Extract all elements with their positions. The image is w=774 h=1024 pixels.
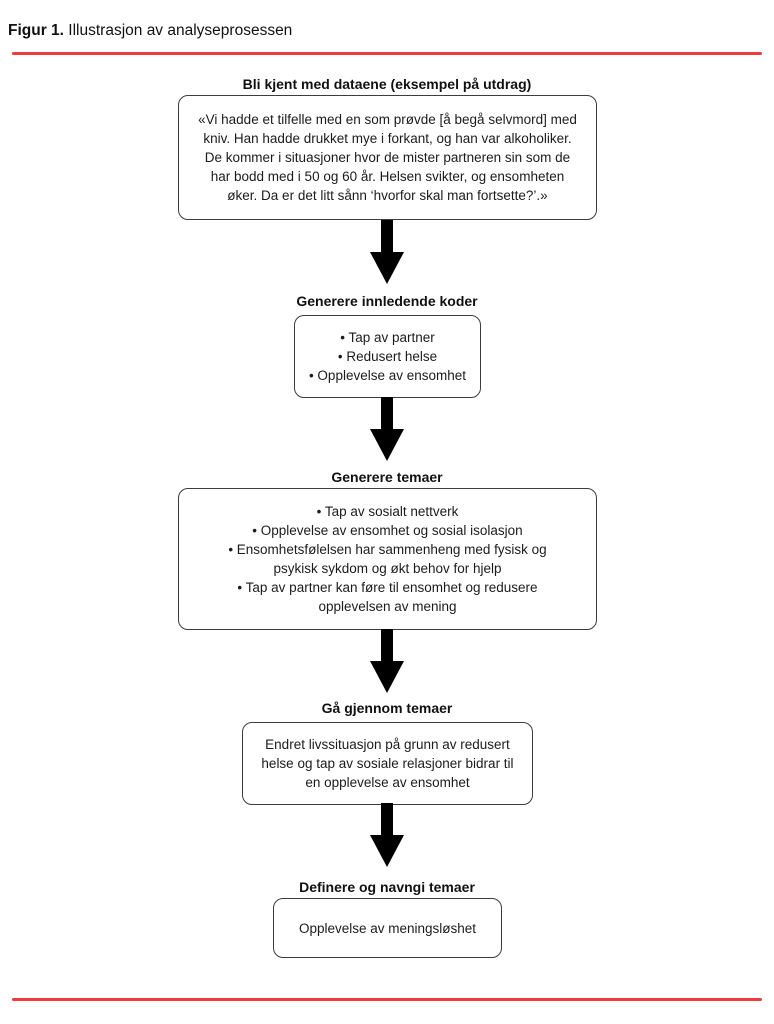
down-arrow-icon [370, 629, 404, 693]
node-familiarize-data: «Vi hadde et tilfelle med en som prøvde … [178, 95, 597, 220]
bullet-item: • Redusert helse [337, 349, 438, 364]
bullet-item: • Opplevelse av ensomhet [308, 368, 467, 383]
figure-caption: Figur 1. Illustrasjon av analyseprosesse… [8, 21, 292, 40]
bottom-divider-rule [12, 998, 762, 1001]
bullet-item: • Ensomhetsfølelsen har sammenheng med f… [228, 542, 547, 576]
bullet-item: • Opplevelse av ensomhet og sosial isola… [252, 523, 523, 538]
node-define-name-themes: Opplevelse av meningsløshet [273, 898, 502, 958]
quote-text: «Vi hadde et tilfelle med en som prøvde … [198, 112, 577, 203]
node-generate-themes: • Tap av sosialt nettverk • Opplevelse av… [178, 488, 597, 630]
figure-title: Illustrasjon av analyseprosessen [68, 22, 293, 39]
down-arrow-icon [370, 397, 404, 461]
down-arrow-icon [370, 803, 404, 867]
review-themes-text: Endret livssituasjon på grunn av reduser… [261, 737, 514, 790]
step-2-heading: Generere innledende koder [296, 293, 478, 309]
step-4-heading: Gå gjennom temaer [321, 700, 453, 716]
bullet-item: • Tap av partner [340, 330, 435, 345]
bullet-item: • Tap av sosialt nettverk [316, 504, 459, 519]
node-initial-codes: • Tap av partner • Redusert helse • Opplev… [294, 315, 481, 398]
figure-label: Figur 1. [8, 22, 64, 39]
down-arrow-icon [370, 220, 404, 284]
bullet-item: • Tap av partner kan føre til ensomhet o… [237, 580, 538, 614]
final-theme-text: Opplevelse av meningsløshet [298, 920, 477, 936]
step-3-heading: Generere temaer [331, 469, 443, 485]
node-review-themes: Endret livssituasjon på grunn av reduser… [242, 722, 533, 805]
step-1-heading: Bli kjent med dataene (eksempel på utdra… [242, 76, 532, 92]
top-divider-rule [12, 52, 762, 55]
step-5-heading: Definere og navngi temaer [299, 879, 475, 895]
